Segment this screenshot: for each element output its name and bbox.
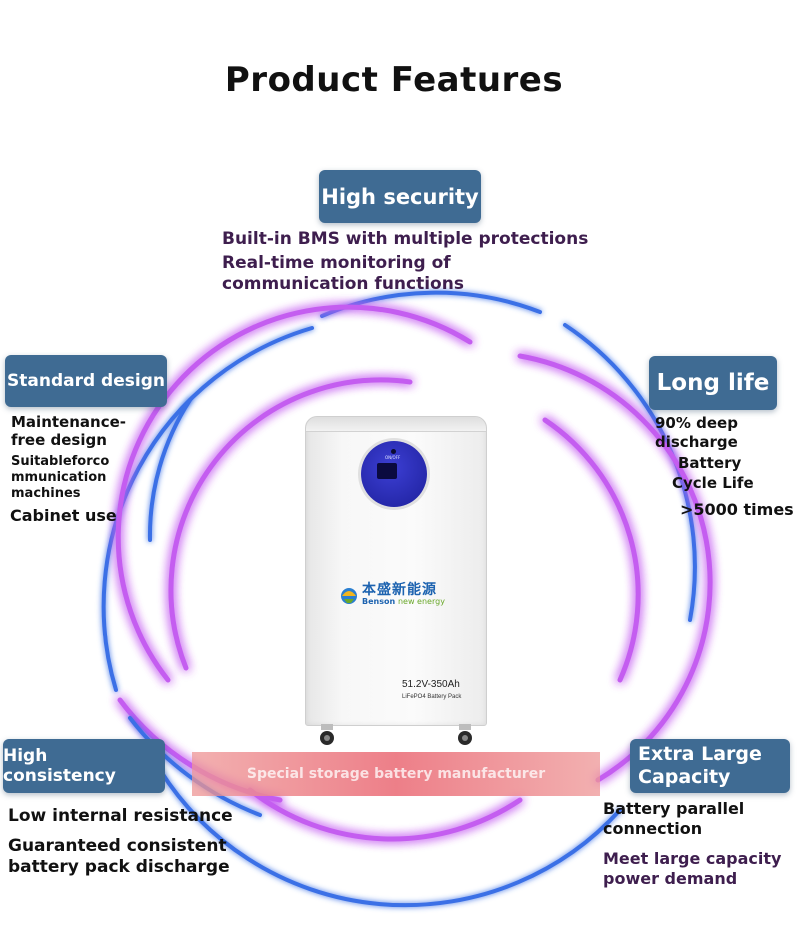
- extra-large-line3: Meet large capacity: [603, 849, 782, 868]
- high-security-badge: High security: [319, 170, 481, 223]
- high-security-line1: Built-in BMS with multiple protections: [222, 229, 589, 249]
- high-consistency-heading: High consistency: [3, 746, 116, 786]
- standard-design-heading: Standard design: [7, 371, 165, 391]
- extra-large-heading-line1: Extra Large: [638, 743, 762, 766]
- power-button-icon: [391, 449, 396, 454]
- right-wheel-icon: [458, 724, 472, 745]
- cabinet-lid: [306, 417, 486, 432]
- manufacturer-banner: Special storage battery manufacturer: [192, 752, 600, 796]
- long-life-line3: Battery: [678, 454, 742, 472]
- high-security-heading: High security: [321, 184, 479, 209]
- purple-arc-inner-left: [168, 377, 413, 671]
- extra-large-line1: Battery parallel: [603, 799, 745, 818]
- blue-arc-left-small: [147, 398, 192, 542]
- blue-arc-lower-left: [128, 716, 262, 817]
- long-life-badge: Long life: [649, 356, 777, 410]
- brand-logo-icon: [341, 587, 357, 604]
- extra-large-line2: connection: [603, 819, 703, 838]
- purple-arc-inner-right: [542, 417, 641, 683]
- long-life-heading: Long life: [656, 370, 770, 396]
- high-consistency-line1: Low internal resistance: [8, 806, 233, 826]
- blue-arc-top: [320, 290, 542, 318]
- standard-design-line4: mmunication: [11, 470, 107, 485]
- purple-arc-outer-left: [115, 304, 473, 683]
- high-consistency-badge: High consistency: [3, 739, 165, 793]
- brand-name-en-2: new energy: [397, 597, 445, 606]
- extra-large-line4: power demand: [603, 869, 738, 888]
- standard-design-line2: free design: [11, 431, 107, 449]
- onoff-label: ON/OFF: [385, 455, 401, 460]
- high-consistency-line3: battery pack discharge: [8, 857, 230, 877]
- standard-design-line6: Cabinet use: [10, 506, 117, 525]
- purple-arc-outer-right: [517, 353, 713, 783]
- extra-large-heading-line2: Capacity: [638, 766, 731, 788]
- battery-cabinet: ON/OFF 本盛新能源 Benson new energy 51.2V-350…: [305, 416, 487, 726]
- display-screen: [377, 463, 397, 479]
- left-wheel-icon: [320, 724, 334, 745]
- high-consistency-line2: Guaranteed consistent: [8, 836, 227, 856]
- standard-design-line1: Maintenance-: [11, 413, 126, 431]
- extra-large-capacity-badge: Extra Large Capacity: [630, 739, 790, 793]
- battery-spec: 51.2V-350Ah: [402, 679, 460, 690]
- standard-design-line5: machines: [11, 486, 81, 501]
- blue-arc-bottom: [158, 768, 622, 908]
- control-panel: ON/OFF: [361, 441, 427, 507]
- standard-design-badge: Standard design: [5, 355, 167, 407]
- standard-design-line3: Suitableforco: [11, 454, 110, 469]
- brand-name-cn: 本盛新能源: [362, 582, 437, 598]
- battery-spec-sub: LiFePO4 Battery Pack: [402, 694, 462, 700]
- long-life-line1: 90% deep: [655, 414, 738, 432]
- page-title: Product Features: [224, 60, 564, 100]
- purple-arc-bottom: [247, 787, 523, 842]
- long-life-line2: discharge: [655, 433, 738, 451]
- long-life-line5: >5000 times: [680, 500, 794, 519]
- long-life-line4: Cycle Life: [672, 474, 754, 492]
- brand-logo: 本盛新能源 Benson new energy: [340, 583, 445, 607]
- high-security-line3: communication functions: [222, 274, 464, 294]
- high-security-line2: Real-time monitoring of: [222, 253, 451, 273]
- blue-arc-left: [101, 326, 314, 692]
- brand-name-en-1: Benson: [362, 597, 396, 606]
